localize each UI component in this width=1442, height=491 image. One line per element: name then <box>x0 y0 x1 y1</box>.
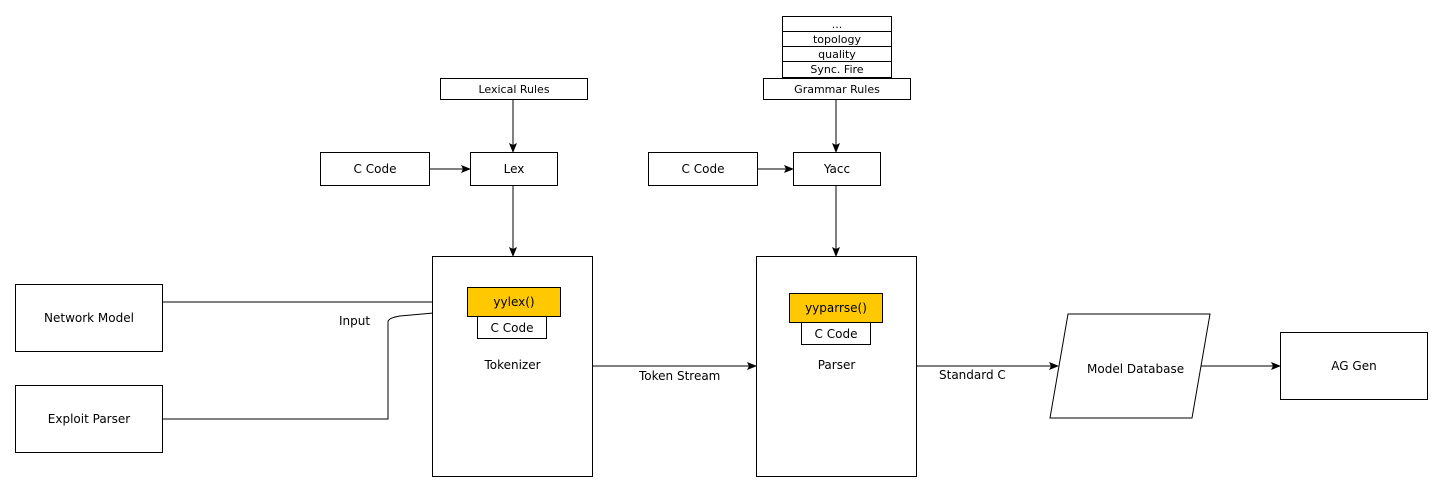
standard-c-edge-label: Standard C <box>939 368 1006 382</box>
parser-label: Parser <box>817 358 856 372</box>
network-model-box: Network Model <box>15 284 163 352</box>
exploit-parser-box: Exploit Parser <box>15 385 163 453</box>
model-database-label: Model Database <box>1087 362 1185 376</box>
yyparse-function-box: yyparrse() <box>789 293 883 323</box>
model-database-shape <box>1049 313 1211 419</box>
parser-box: Parser <box>756 256 917 477</box>
grammar-stack-item: Sync. Fire <box>782 61 892 78</box>
parser-c-code-box: C Code <box>801 322 871 345</box>
grammar-stack-item: ... <box>782 16 892 32</box>
grammar-rules-box: Grammar Rules <box>763 78 911 100</box>
yacc-box: Yacc <box>793 152 881 186</box>
lex-box: Lex <box>470 152 558 186</box>
arrow-exploit-parser-to-yylex <box>162 306 468 420</box>
lex-c-code-box: C Code <box>320 152 430 186</box>
yylex-function-box: yylex() <box>467 287 561 317</box>
tokenizer-label: Tokenizer <box>484 358 541 372</box>
lexical-rules-box: Lexical Rules <box>440 78 588 100</box>
tokenizer-c-code-box: C Code <box>477 316 547 339</box>
ag-gen-box: AG Gen <box>1280 332 1428 400</box>
token-stream-edge-label: Token Stream <box>639 369 721 383</box>
yacc-c-code-box: C Code <box>648 152 758 186</box>
grammar-stack-item: topology <box>782 31 892 47</box>
grammar-stack-item: quality <box>782 46 892 62</box>
input-edge-label: Input <box>339 314 371 328</box>
